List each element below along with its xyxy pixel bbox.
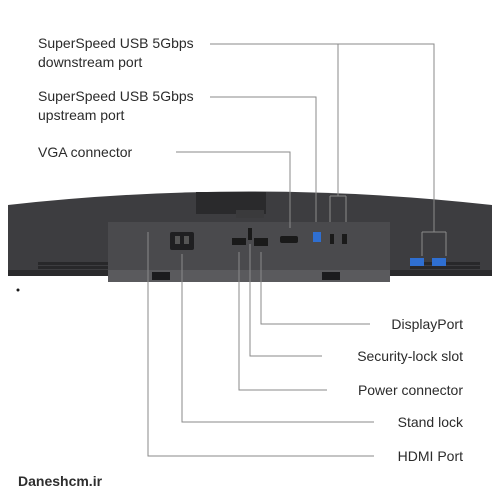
label-hdmi: HDMI Port — [397, 448, 463, 464]
label-usb-upstream-line1: SuperSpeed USB 5Gbps — [38, 88, 194, 104]
leader-hdmi — [147, 232, 374, 457]
label-displayport: DisplayPort — [391, 316, 463, 332]
watermark-text: Daneshcm.ir — [18, 473, 103, 489]
power-connector-port — [170, 232, 194, 250]
label-usb-downstream: SuperSpeed USB 5Gbps downstream port — [38, 34, 194, 72]
label-power-connector: Power connector — [357, 382, 463, 398]
leader-usb-downstream — [210, 43, 435, 232]
label-usb-upstream-line2: upstream port — [38, 107, 125, 123]
displayport-port — [254, 238, 268, 246]
security-lock-slot — [248, 228, 252, 240]
vga-port — [280, 236, 298, 243]
label-usb-downstream-line1: SuperSpeed USB 5Gbps — [38, 35, 194, 51]
label-usb-upstream: SuperSpeed USB 5Gbps upstream port — [38, 87, 194, 125]
usb-upstream-port — [313, 232, 321, 242]
stand-lock-hole — [152, 272, 170, 280]
label-vga: VGA connector — [38, 143, 132, 162]
label-stand-lock: Stand lock — [397, 414, 463, 430]
label-usb-downstream-line2: downstream port — [38, 54, 143, 70]
stand-mount — [196, 192, 266, 214]
leader-vga — [176, 151, 291, 228]
hdmi-port — [232, 238, 246, 245]
leader-usb-upstream — [210, 96, 317, 222]
leader-stand-lock — [181, 254, 374, 423]
leader-displayport — [260, 252, 370, 325]
usb-downstream-port-2 — [432, 258, 446, 266]
leader-security-lock — [249, 244, 322, 357]
usb-downstream-port-1 — [410, 258, 424, 266]
leader-power-connector — [238, 252, 327, 391]
label-security-lock: Security-lock slot — [357, 348, 463, 364]
label-vga-line1: VGA connector — [38, 144, 133, 160]
